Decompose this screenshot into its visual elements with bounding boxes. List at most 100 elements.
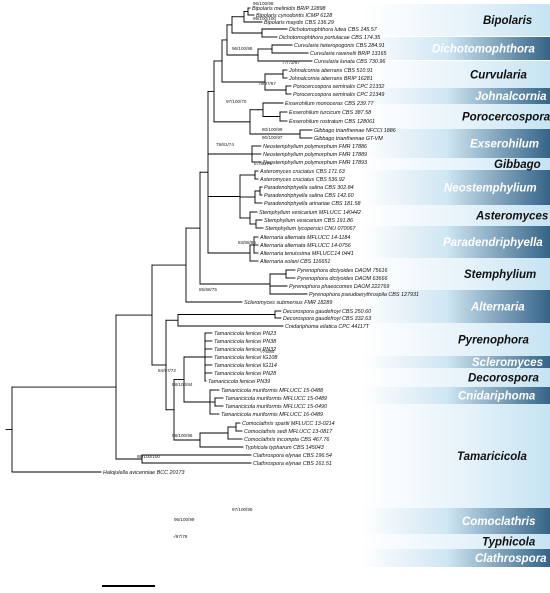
support-value: 99/100/100 bbox=[253, 16, 276, 21]
support-value: 96/100/98 bbox=[232, 46, 253, 51]
clade-box bbox=[362, 508, 550, 534]
taxon-label: Paradendriphyella arinariae CBS 181.58 bbox=[264, 201, 361, 207]
clade-label: Clathrospora bbox=[475, 553, 547, 565]
taxon-label: Bipolaris cynodontis ICMP 6128 bbox=[256, 13, 332, 19]
clade-box bbox=[362, 404, 550, 508]
clade-label: Curvularia bbox=[470, 70, 527, 82]
clade-box bbox=[362, 258, 550, 290]
taxon-label: Tamaricicola muriformis MFLUCC 15-0488 bbox=[221, 388, 323, 394]
support-value: 79/81/74 bbox=[216, 142, 234, 147]
support-value: 96/100/98 bbox=[253, 1, 274, 6]
clade-label: Porocercospora bbox=[462, 112, 550, 124]
taxon-label: Comoclathris sedi MFLUCC 13-0817 bbox=[244, 429, 333, 435]
support-value: 84/97/72 bbox=[158, 368, 176, 373]
clade-box bbox=[362, 549, 550, 567]
clade-box bbox=[362, 356, 550, 368]
taxon-label: Tamaricicola fenicei PN39 bbox=[208, 379, 270, 385]
taxon-label: Paradendriphyella salina CBS 142.60 bbox=[264, 193, 354, 199]
support-value: 67/80/76 bbox=[254, 161, 272, 166]
taxon-label: Stemphylium vesicarium MFLUCC 140442 bbox=[259, 210, 361, 216]
support-value: 98/100/96 bbox=[172, 433, 193, 438]
clade-label: Bipolaris bbox=[483, 15, 532, 27]
taxon-label: Alternaria solani CBS 116651 bbox=[259, 259, 330, 265]
taxon-label: Alternaria tenuissima MFLUCC14 0441 bbox=[259, 251, 354, 257]
taxon-label: Porocercospora seminalis CPC 21349 bbox=[293, 92, 384, 98]
clade-box bbox=[362, 534, 550, 549]
taxon-label: Curvularia ravenelii BRIP 13165 bbox=[310, 51, 388, 57]
clade-boxes bbox=[362, 4, 550, 567]
taxon-label: Comoclathris incompta CBS 467.76 bbox=[244, 437, 329, 443]
clade-box bbox=[362, 387, 550, 404]
clade-label: Stemphylium bbox=[464, 269, 536, 281]
taxon-label: Asteromyces cruciatus CBS 536.92 bbox=[259, 177, 345, 183]
taxon-label: Pyrenophora dictyoides DAOM 63666 bbox=[297, 276, 388, 282]
taxon-labels: Bipolaris melinidis BRIP 12898Bipolaris … bbox=[103, 6, 419, 476]
clade-box bbox=[362, 37, 550, 60]
tree-branches bbox=[5, 7, 313, 473]
taxon-label: Stemphylium vesicarium CBS 191.86 bbox=[264, 218, 353, 224]
clade-label: Gibbago bbox=[494, 159, 541, 171]
clade-label: Tamaricicola bbox=[457, 451, 527, 463]
clade-box bbox=[362, 61, 550, 88]
taxon-label: Clathrospora elynae CBS 196.54 bbox=[253, 453, 332, 459]
clade-label: Typhicola bbox=[482, 537, 536, 549]
taxon-label: Exserohilum monoceras CBS 239.77 bbox=[285, 101, 374, 107]
clade-box bbox=[362, 4, 550, 36]
clade-box bbox=[362, 88, 550, 104]
taxon-label: Stemphylium lycopersici CNU 070067 bbox=[265, 226, 356, 232]
taxon-label: Exserohilum rostratum CBS 128061 bbox=[289, 119, 375, 125]
taxon-label: Johnalcornia aberrans BRIP 16281 bbox=[288, 76, 373, 82]
support-value: 97/100/70 bbox=[226, 99, 247, 104]
clade-label: Pyrenophora bbox=[458, 335, 530, 347]
taxon-label: Tamaricicola fenicei IG114 bbox=[214, 363, 277, 369]
support-value: -/76/84 bbox=[260, 349, 275, 354]
taxon-label: Curvularia lunata CBS 730.96 bbox=[314, 59, 385, 65]
support-value: -/97/79 bbox=[173, 534, 188, 539]
taxon-label: Neostemphylium polymorphum FMR 17889 bbox=[263, 152, 367, 158]
taxon-label: Asteromyces cruciatus CBS 171.63 bbox=[259, 169, 345, 175]
taxon-label: Decorospora gaudefroyi CBS 332.63 bbox=[283, 316, 371, 322]
clade-box bbox=[362, 226, 550, 258]
clade-box bbox=[362, 368, 550, 387]
taxon-label: Tamaricicola fenicei PN38 bbox=[214, 339, 276, 345]
taxon-label: Neostemphylium polymorphum FMR 17886 bbox=[263, 144, 367, 150]
taxon-label: Bipolaris maydis CBS 136.29 bbox=[264, 20, 334, 26]
clade-label: Paradendriphyella bbox=[443, 237, 543, 249]
clade-box bbox=[362, 205, 550, 226]
clade-label: Alternaria bbox=[470, 302, 525, 314]
support-value: 77/72/97 bbox=[282, 60, 300, 65]
taxon-label: Porocercospora seminalis CPC 21332 bbox=[293, 84, 384, 90]
taxon-label: Exserohilum turcicum CBS 387.58 bbox=[289, 110, 371, 116]
clade-label: Decorospora bbox=[468, 373, 540, 385]
taxon-label: Tamaricicola fenicei IG108 bbox=[214, 355, 277, 361]
support-value: 97/100/99 bbox=[232, 507, 253, 512]
taxon-label: Bipolaris melinidis BRIP 12898 bbox=[252, 6, 326, 12]
clade-label: Exserohilum bbox=[470, 139, 539, 151]
taxon-label: Cnidariphoma eilatica CPC 44117T bbox=[285, 324, 370, 330]
support-value: 88/100/84 bbox=[172, 382, 193, 387]
clade-label: Asteromyces bbox=[475, 211, 548, 223]
taxon-label: Halojulella avicenniae BCC 20173 bbox=[103, 470, 185, 476]
taxon-label: Comoclathris spartii MFLUCC 13-0214 bbox=[242, 421, 335, 427]
support-value: 96/100/99 bbox=[174, 517, 195, 522]
taxon-label: Paradendriphyella salina CBS 302.84 bbox=[264, 185, 354, 191]
clade-label: Dichotomophthora bbox=[432, 44, 535, 56]
taxon-label: Pyrenophora pseudoerythrospila CBS 12793… bbox=[309, 292, 419, 298]
taxon-label: Tamaricicola fenicei PN28 bbox=[214, 371, 276, 377]
taxon-label: Alternaria alternata MFLUCC 14-1184 bbox=[259, 235, 350, 241]
taxon-label: Alternaria alternata MFLUCC 14-0756 bbox=[259, 243, 351, 249]
taxon-label: Curvularia heteropogonis CBS 284.91 bbox=[294, 43, 385, 49]
clade-label: Neostemphylium bbox=[444, 183, 537, 195]
taxon-label: Tamaricicola fenicei PN32 bbox=[214, 347, 276, 353]
taxon-label: Clathrospora elynae CBS 161.51 bbox=[253, 461, 332, 467]
support-value: 79/97/67 bbox=[258, 81, 276, 86]
taxon-label: Tamaricicola muriformis MFLUCC 16-0489 bbox=[221, 412, 323, 418]
clade-label: Comoclathris bbox=[462, 516, 536, 528]
support-value: 99/100/100 bbox=[137, 454, 160, 459]
clade-label: Scleromyces bbox=[472, 357, 543, 369]
taxon-label: Gibbago trianthemae GT-VM bbox=[314, 136, 383, 142]
taxon-label: Pyrenophora phaeocomes DAOM 222769 bbox=[289, 284, 389, 290]
support-value: 85/88/75 bbox=[199, 287, 217, 292]
clade-box bbox=[362, 158, 550, 170]
clade-label: Johnalcornia bbox=[475, 91, 547, 103]
